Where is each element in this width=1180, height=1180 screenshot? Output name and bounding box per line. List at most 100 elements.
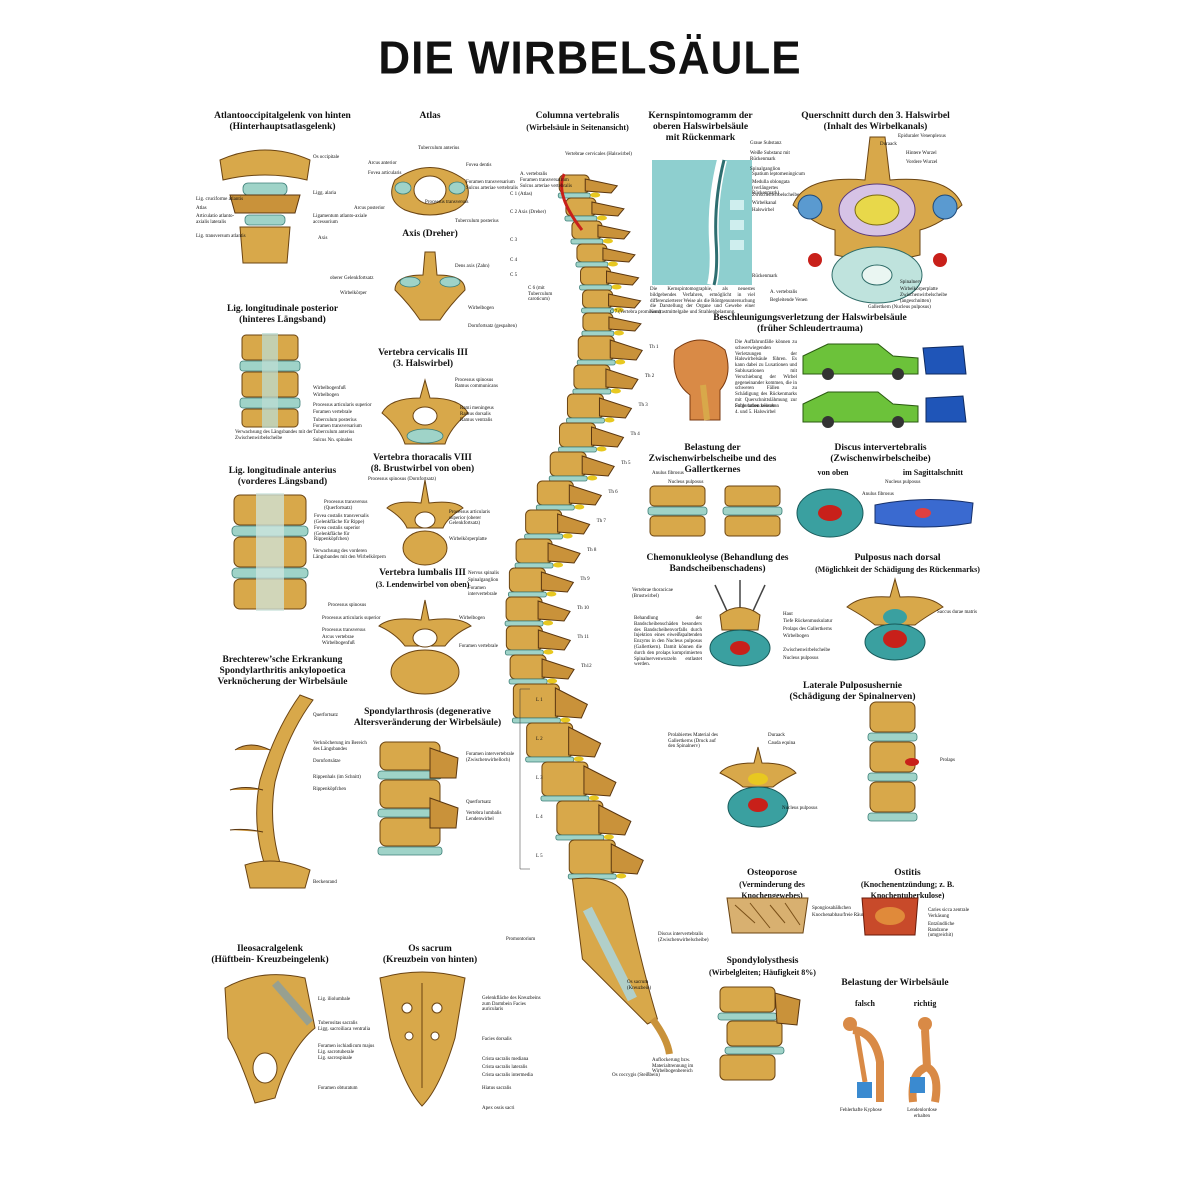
sacrum-label-3: Crista sacralis lateralis [482, 1065, 528, 1070]
spine-nerve [610, 388, 621, 394]
column-thoracic-label-1: Th 2 [644, 374, 655, 379]
cross-label-9: Spinalnerv [900, 280, 922, 285]
spine-disc [564, 215, 598, 222]
pulposus-label-0: Saccus durae matris [937, 610, 977, 615]
axis-label-0: Dens axis (Zahn) [455, 264, 490, 269]
discus-title: Discus intervertebralis (Zwischenwirbels… [808, 443, 953, 465]
column-thoracic-label-11: Th12 [581, 664, 592, 669]
spine-disc [581, 330, 615, 337]
mrt-illustration [652, 158, 752, 287]
spine-spinous-process [541, 658, 575, 680]
cervicalis-label-4: Tuberculum posterius [313, 418, 357, 423]
lumbalis-label-3: Processus transversus [322, 628, 366, 633]
spine-vertebra [549, 451, 587, 477]
mrt-label-0: Spatium leptomeningicum [752, 172, 805, 177]
laterale-illustration [719, 746, 797, 828]
column-top-label: Vertebrae cervicales (Halswirbel) [565, 152, 632, 157]
lumbalis-label-0: Processus spinosus [328, 603, 367, 608]
sacrum-label-2: Crista sacralis mediana [482, 1057, 529, 1062]
spine-spinous-process [598, 804, 632, 836]
atlas-label-6: Arcus posterior [354, 206, 385, 211]
belastung-zw-title: Belastung der Zwischenwirbelscheibe und … [648, 443, 777, 475]
atlas-label-4: Foramen transversarium [466, 180, 515, 185]
column-left-label-5: C 3 [510, 238, 518, 243]
discus-title-text: Discus intervertebralis [834, 443, 927, 453]
discus-illustration [796, 488, 974, 538]
spine-nerve [543, 620, 554, 626]
cross-label-8: Begleitende Venen [770, 298, 808, 303]
cervicalis-title: Vertebra cervicalis III (3. Halswirbel) [358, 348, 488, 370]
chemo-label-5: Nucleus pulposus [783, 656, 819, 661]
axis-label-3: Wirbelbogen [468, 306, 494, 311]
spine-spinous-process [609, 339, 643, 361]
cervicalis-label-7: Sulcus Nn. spinales [313, 438, 353, 443]
chemo-illustration [709, 580, 771, 667]
column-lumbar-label-3: L 4 [536, 815, 543, 820]
bechterew-title: Brechterew’sche Erkrankung Spondylarthri… [217, 655, 348, 687]
spine-disc [508, 678, 548, 685]
spine-disc [575, 261, 609, 268]
column-other-4: Spinalganglion [468, 578, 499, 583]
spondylarthrosis-label-2: Vertebra lumbalis Lendenwirbel [466, 811, 502, 822]
laterale-label-4: Prolaps [940, 758, 955, 763]
column-left-label-9: C 7 (Vertebra prominens) [610, 310, 661, 315]
whiplash-text: Die Auffahrunfälle können zu schwerwiege… [735, 340, 797, 409]
column-left-label-2: Sulcus arteriae vertebralis [520, 184, 572, 189]
bechterew-label-0: Querfortsatz [313, 713, 338, 718]
spine-nerve [560, 717, 571, 723]
laterale-side-illustration [867, 701, 919, 822]
atlanto-label-5: Ligamentum atlanto-axiale accessorium [313, 214, 368, 225]
column-thoracic-label-6: Th 7 [596, 519, 606, 524]
spine-coccyx [649, 1016, 673, 1055]
page-title: DIE WIRBELSÄULE [378, 32, 802, 85]
cross-label-0: Graue Substanz [750, 141, 782, 146]
belastung-ws-label-1: Lendenlordose erhalten [907, 1108, 937, 1119]
spine-nerve [590, 192, 601, 198]
ileo-label-2: Ligg. sacroiliaca ventralia [318, 1027, 371, 1032]
bechterew-illustration [229, 694, 314, 889]
spine-spinous-process [597, 224, 631, 240]
spine-spinous-process [610, 843, 644, 875]
lig-ant-illustration [231, 493, 309, 611]
whiplash-cars-illustration [802, 343, 967, 428]
cross-label-11: Zwischenwirbelscheibe (angeschnitten) [900, 293, 948, 304]
spine-nerve [588, 795, 599, 801]
cross-label-5: Hintere Wurzel [906, 151, 937, 156]
osteoporose-subtitle: (Verminderung des Knochengewebes) [739, 880, 805, 900]
laterale-label-0: Prolabiertes Material des Gallertkerns (… [668, 733, 718, 750]
spine-nerve [546, 591, 557, 597]
column-left-label-8: C 6 (mit Tuberculum caroticum) [528, 286, 553, 303]
axis-title: Axis (Dreher) [402, 229, 458, 239]
spine-spinous-process [598, 397, 633, 419]
ostitis-title: Ostitis (Knochenentzündung; z. B. Knoche… [835, 868, 980, 901]
spine-nerve [574, 504, 585, 510]
atlas-title: Atlas [419, 111, 441, 121]
column-other-0: Rami meningeus [460, 406, 494, 411]
mrt-title: Kernspintomogramm der oberen Halswirbels… [648, 111, 753, 143]
cross-label-12: Gallertkern (Nucleus pulposus) [868, 305, 931, 310]
column-thoracic-label-5: Th 6 [608, 490, 618, 495]
spine-nerve [611, 284, 622, 290]
spine-vertebra [505, 596, 543, 622]
discus-subtitle: (Zwischenwirbelscheibe) [830, 454, 931, 464]
thoracis-label-5: Wirbelkörperplatte [449, 537, 487, 542]
column-other-3: Nervus spinalis [468, 571, 499, 576]
thoracis-label-2: Fovea costalis transversalis (Gelenkfläc… [314, 514, 369, 525]
spine-sacrum [571, 877, 659, 1025]
spine-spinous-process [537, 600, 571, 622]
discus-left-label: von oben [817, 468, 849, 477]
spine-nerve [543, 649, 554, 655]
atlas-label-3: Fovea articularis [368, 171, 402, 176]
bechterew-label-4: Rippenköpfchen [313, 787, 347, 792]
spine-nerve [553, 562, 564, 568]
thoracis-title: Vertebra thoracalis VIII (8. Brustwirbel… [355, 453, 490, 475]
axis-illustration [394, 251, 466, 321]
cross-label-3: Epiduraler Venenplexus [898, 134, 946, 139]
mrt-label-3: Wirbelkanal [752, 201, 777, 206]
spine-vertebra [577, 335, 615, 361]
chemo-label-3: Wirbelbogen [783, 634, 809, 639]
ileo-label-5: Lig. sacrospinale [318, 1056, 353, 1061]
laterale-label-1: Duraack [768, 733, 785, 738]
sacrum-label-0: Gelenkfläche des Kreuzbeins zum Darmbein… [482, 996, 541, 1013]
column-lumbar-label-0: L 1 [536, 698, 543, 703]
